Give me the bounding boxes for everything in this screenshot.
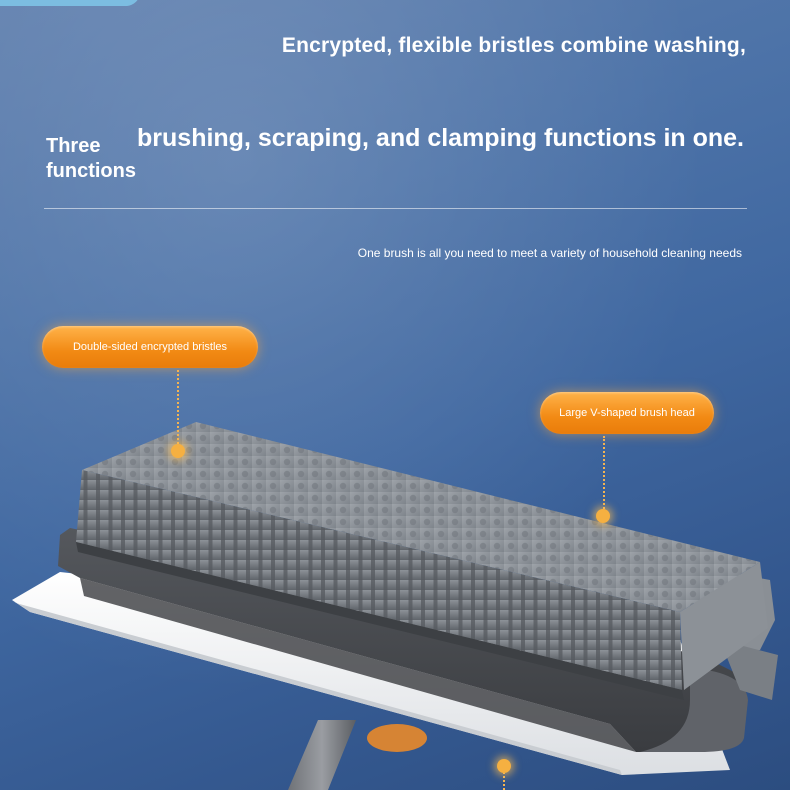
callout-dot-3 bbox=[497, 759, 511, 773]
leader-line-2 bbox=[603, 436, 605, 512]
bristle-end bbox=[680, 562, 768, 690]
top-accent-stripe bbox=[0, 0, 140, 6]
bristle-front bbox=[76, 470, 684, 700]
callout-v-shaped-head: Large V-shaped brush head bbox=[540, 392, 714, 434]
three-functions-label: Three functions bbox=[46, 135, 136, 182]
callout-double-sided-bristles: Double-sided encrypted bristles bbox=[42, 326, 258, 368]
handle bbox=[288, 720, 427, 790]
callout-dot-1 bbox=[171, 444, 185, 458]
subtext: One brush is all you need to meet a vari… bbox=[357, 246, 742, 260]
leader-line-3 bbox=[503, 772, 505, 790]
headline-line-1: Encrypted, flexible bristles combine was… bbox=[281, 34, 746, 57]
callout-dot-2 bbox=[596, 509, 610, 523]
leader-line-1 bbox=[177, 370, 179, 448]
headline-line-2: brushing, scraping, and clamping functio… bbox=[137, 124, 744, 152]
bristle-top bbox=[82, 422, 760, 612]
divider-line bbox=[44, 208, 747, 209]
